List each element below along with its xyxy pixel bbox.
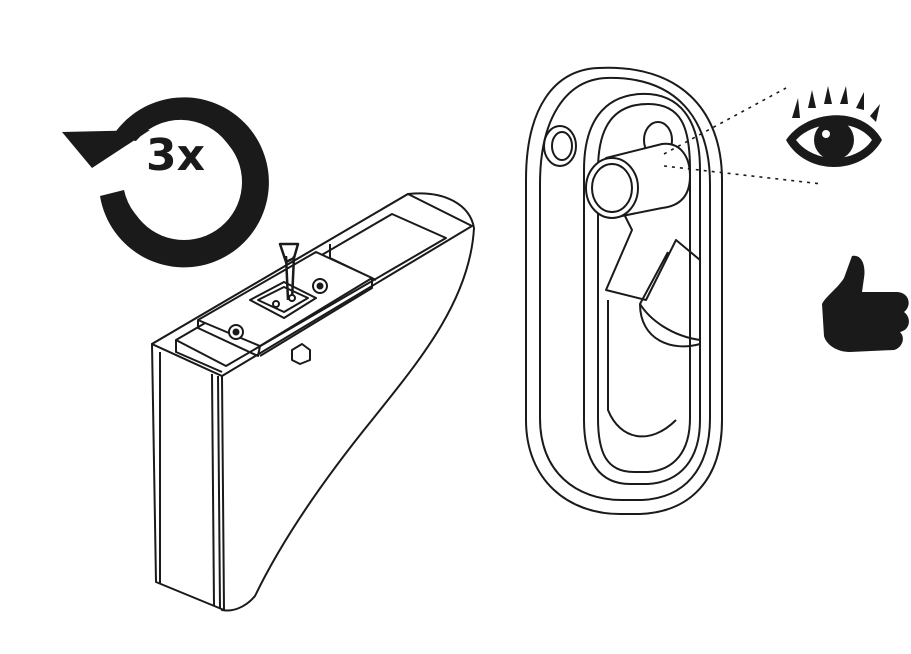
- thumbs-up-icon: [822, 255, 909, 352]
- wall-mount-bracket-illustration: [525, 66, 723, 515]
- eye-icon: [786, 86, 882, 167]
- rail-bracket-illustration: [151, 192, 475, 612]
- sight-lines: [663, 87, 823, 185]
- rotate-ccw-arrow-icon: [62, 97, 269, 268]
- rotation-count-label: 3x: [146, 130, 205, 181]
